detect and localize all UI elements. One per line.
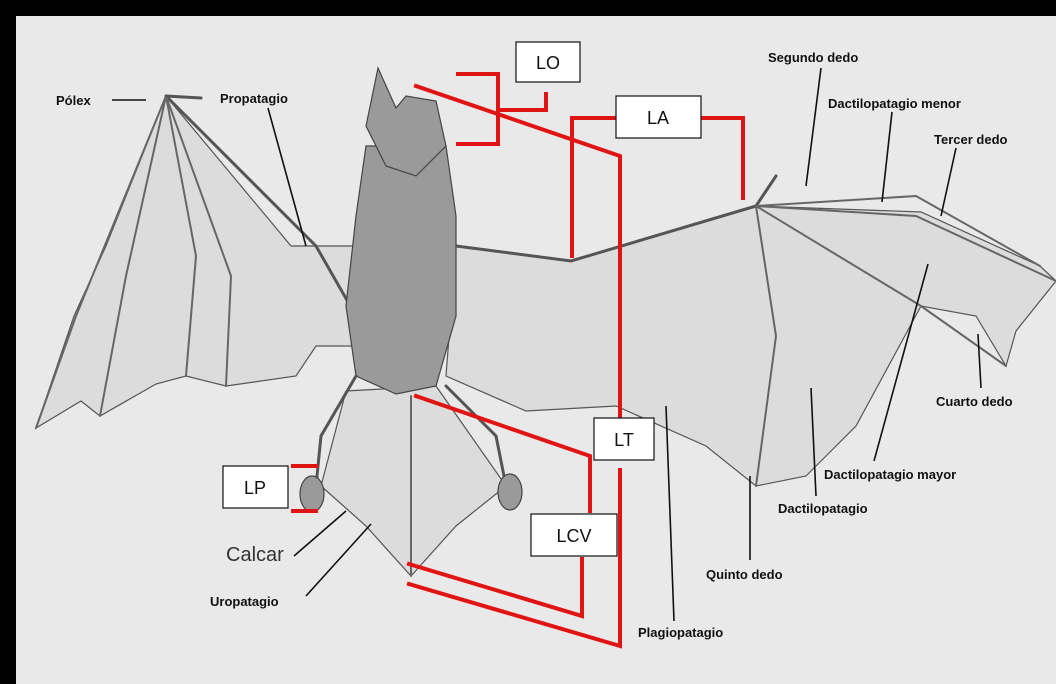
label-dactilopatagio: Dactilopatagio <box>778 501 868 516</box>
bat-anatomy-diagram: LO LA LT LP LCV <box>16 16 1056 684</box>
la-left-line <box>572 118 616 256</box>
calcar-leader <box>294 511 346 556</box>
lp-box-text: LP <box>244 478 266 498</box>
diagram-canvas: LO LA LT LP LCV <box>16 16 1056 684</box>
lp-box: LP <box>223 466 288 508</box>
bat-illustration <box>36 68 1056 576</box>
label-quinto-dedo: Quinto dedo <box>706 567 783 582</box>
label-uropatagio: Uropatagio <box>210 594 279 609</box>
la-box-text: LA <box>647 108 669 128</box>
label-calcar: Calcar <box>226 544 284 566</box>
label-propatagio: Propatagio <box>220 91 288 106</box>
uropatagio-leader <box>306 524 371 596</box>
segundo-dedo-leader <box>806 68 821 186</box>
left-thumb-bone <box>166 96 201 98</box>
lo-box: LO <box>516 42 580 82</box>
tercer-dedo-leader <box>941 148 956 216</box>
label-cuarto-dedo: Cuarto dedo <box>936 394 1013 409</box>
label-polex: Pólex <box>56 93 91 108</box>
lo-connector-line <box>498 94 546 110</box>
right-thumb-bone <box>756 176 776 206</box>
cuarto-dedo-leader <box>978 334 981 388</box>
la-right-line <box>701 118 743 198</box>
la-box: LA <box>616 96 701 138</box>
label-dactilopatagio-menor: Dactilopatagio menor <box>828 96 961 111</box>
label-dactilopatagio-mayor: Dactilopatagio mayor <box>824 467 956 482</box>
dactilopatagio-menor-leader <box>882 112 892 202</box>
lt-box-text: LT <box>614 430 634 450</box>
right-foot <box>498 474 522 510</box>
bat-body <box>346 146 456 394</box>
lcv-box: LCV <box>531 514 617 556</box>
lcv-box-text: LCV <box>556 526 591 546</box>
left-foot <box>300 476 324 512</box>
lo-box-text: LO <box>536 53 560 73</box>
right-wing-membrane <box>446 206 1056 486</box>
label-segundo-dedo: Segundo dedo <box>768 50 858 65</box>
label-plagiopatagio: Plagiopatagio <box>638 625 723 640</box>
plagiopatagio-leader <box>666 406 674 621</box>
label-tercer-dedo: Tercer dedo <box>934 132 1008 147</box>
lt-box: LT <box>594 418 654 460</box>
